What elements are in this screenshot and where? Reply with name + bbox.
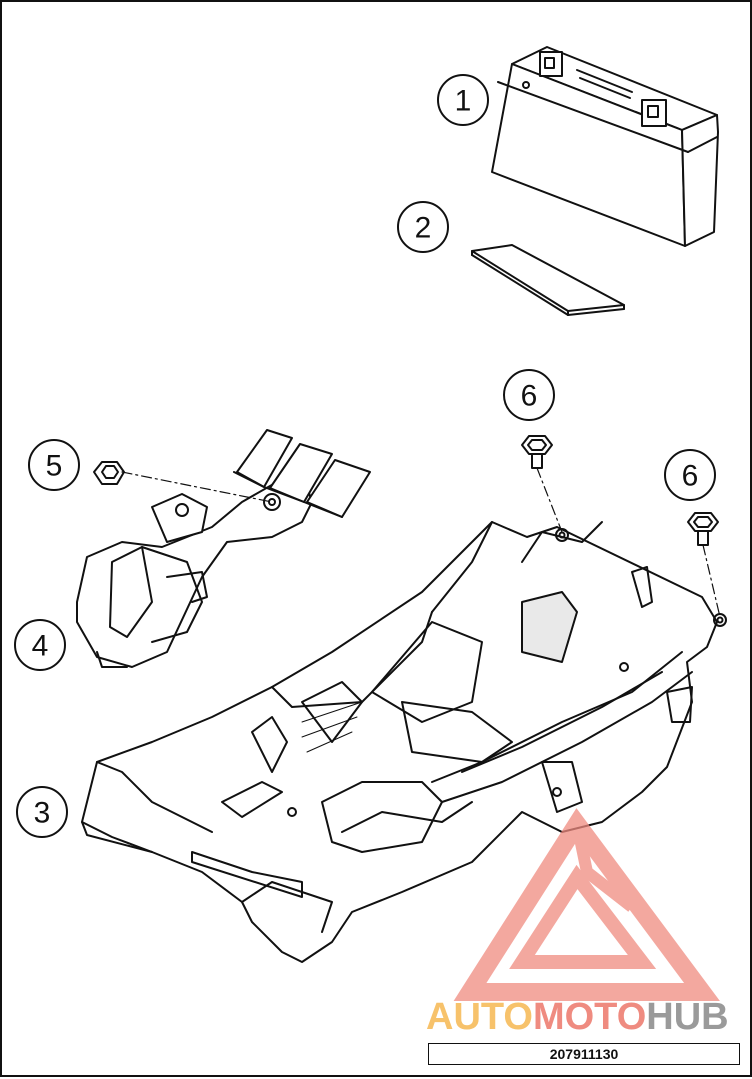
- callout-label-6a: 6: [521, 380, 538, 413]
- screw-part-right: [687, 512, 719, 546]
- watermark-hub: HUB: [646, 996, 729, 1038]
- assembly-lines: [121, 467, 721, 618]
- screw-part-left: [521, 435, 553, 469]
- nut-part: [93, 461, 125, 485]
- callout-label-6b: 6: [682, 460, 699, 493]
- callout-circle-6b: [664, 449, 716, 501]
- callout-circle-3: [16, 786, 68, 838]
- callout-label-4: 4: [32, 630, 49, 663]
- watermark-text: AUTOMOTOHUB: [426, 996, 729, 1039]
- callout-circle-5: [28, 439, 80, 491]
- part-code-label: 207911130: [428, 1043, 740, 1065]
- callout-label-5: 5: [46, 450, 63, 483]
- battery-tray-part: [81, 521, 727, 963]
- callout-label-2: 2: [415, 212, 432, 245]
- battery-strap-part: [76, 429, 371, 668]
- watermark-logo-icon: [453, 808, 720, 1001]
- battery-part: [491, 46, 719, 247]
- callout-circle-6a: [503, 369, 555, 421]
- callout-circle-4: [14, 619, 66, 671]
- battery-pad-part: [471, 244, 625, 316]
- callout-label-3: 3: [34, 797, 51, 830]
- callout-circle-1: [437, 74, 489, 126]
- callout-label-1: 1: [455, 85, 472, 118]
- callout-circles: [14, 74, 716, 838]
- callout-circle-2: [397, 201, 449, 253]
- watermark-auto: AUTO: [426, 996, 533, 1038]
- watermark-moto: MOTO: [532, 996, 647, 1038]
